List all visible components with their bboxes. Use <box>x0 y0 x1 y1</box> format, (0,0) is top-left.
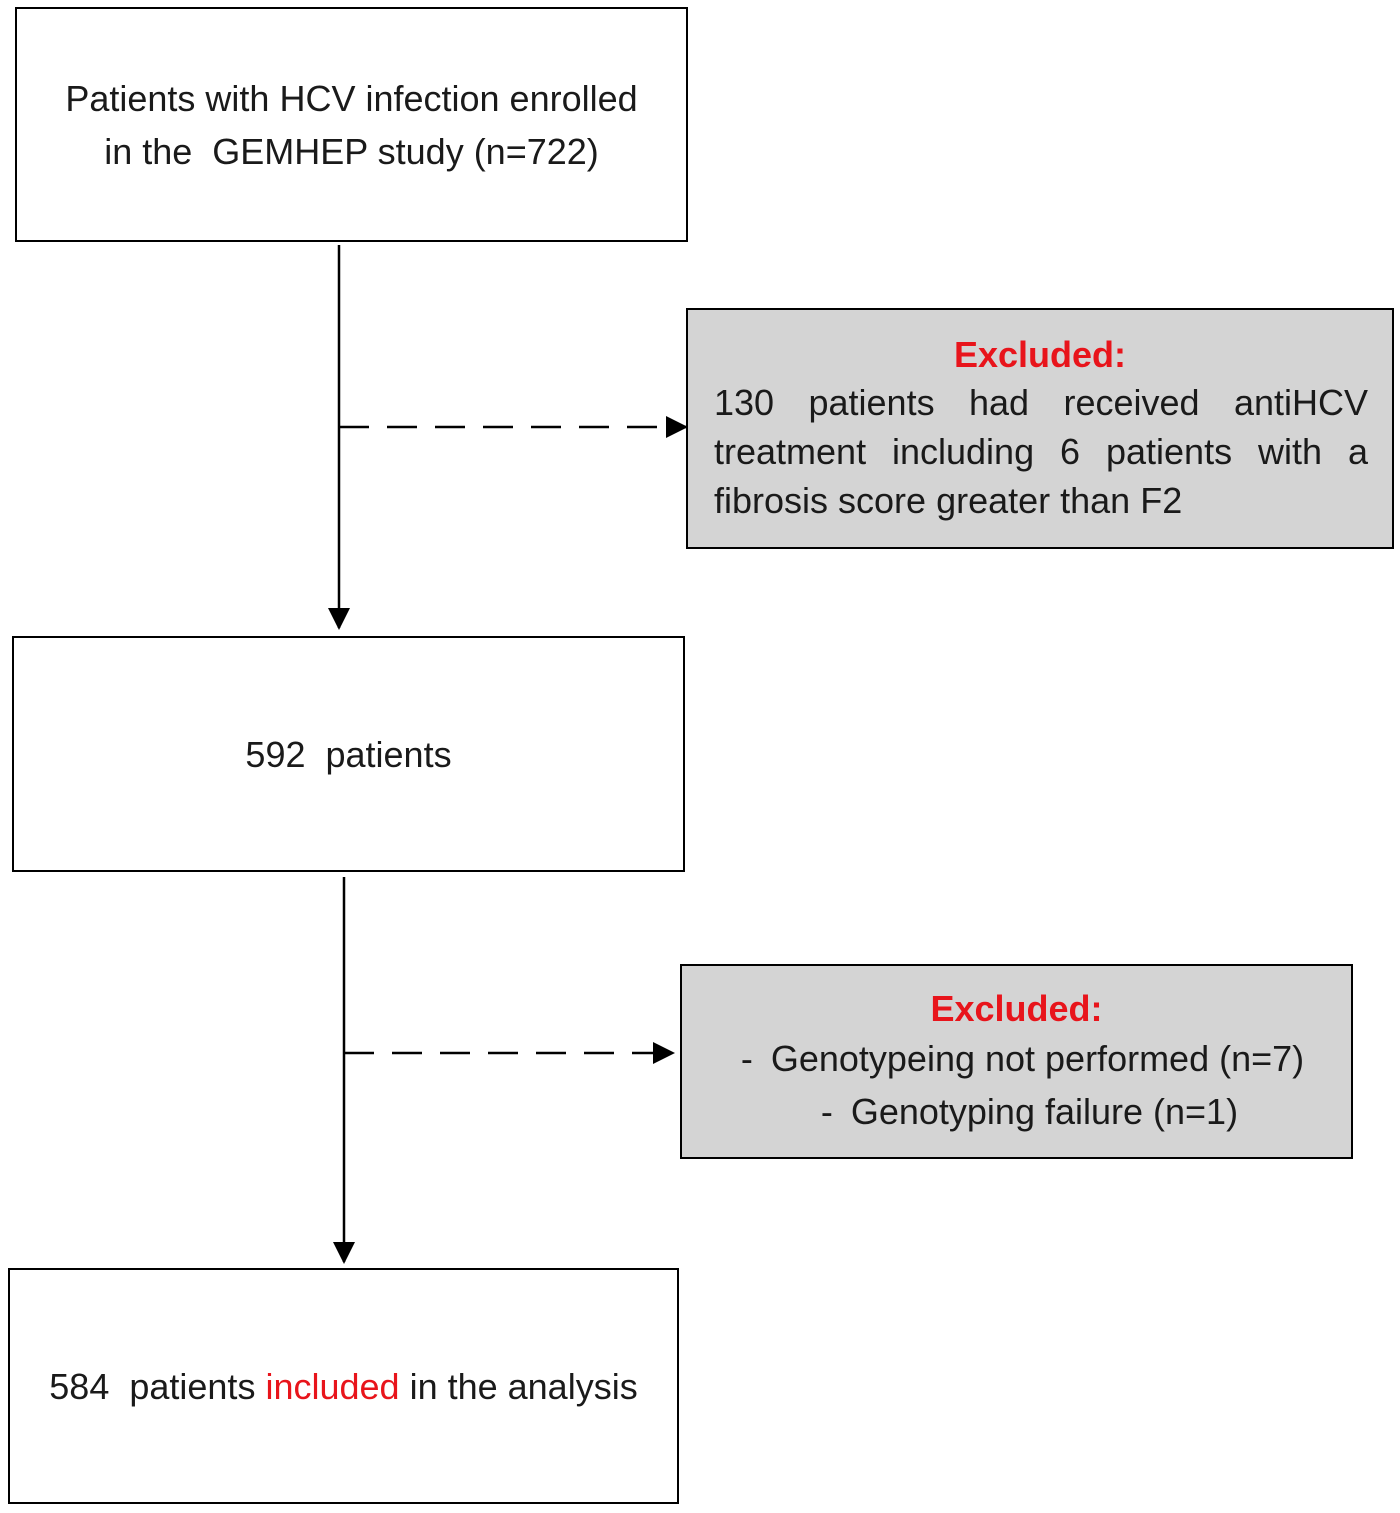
enrolled-box: Patients with HCV infection enrolled in … <box>15 7 688 242</box>
excluded-title-2: Excluded: <box>930 987 1103 1029</box>
bullet-dash: - <box>820 1090 833 1132</box>
excluded-reason-item: - Genotyping failure (n=1) <box>803 1085 1304 1138</box>
excluded-box-2: Excluded: - Genotypeing not performed (n… <box>680 964 1353 1159</box>
excluded-box-1: Excluded: 130 patients had received anti… <box>686 308 1394 549</box>
included-text: 584 patients included in the analysis <box>49 1360 637 1413</box>
included-box: 584 patients included in the analysis <box>8 1268 679 1504</box>
excluded-reason-list: - Genotypeing not performed (n=7) - Geno… <box>729 1032 1304 1138</box>
excluded-reason-item-text: Genotypeing not performed (n=7) <box>770 1037 1305 1079</box>
remaining-count: 592 patients <box>245 733 452 775</box>
remaining-box: 592 patients <box>12 636 685 872</box>
excluded-reason-text: 130 patients had received antiHCV treatm… <box>714 382 1368 521</box>
enrolled-line-1: Patients with HCV infection enrolled <box>65 77 638 119</box>
excluded-title-1: Excluded: <box>953 334 1127 375</box>
included-prefix: 584 patients <box>49 1365 266 1407</box>
excluded-reason-item-text: Genotyping failure (n=1) <box>850 1090 1239 1132</box>
included-suffix: in the analysis <box>399 1365 638 1407</box>
enrolled-line-2: in the GEMHEP study (n=722) <box>104 130 599 172</box>
excluded-reason-item: - Genotypeing not performed (n=7) <box>723 1032 1304 1085</box>
bullet-dash: - <box>740 1037 753 1079</box>
included-highlight: included <box>265 1365 400 1407</box>
